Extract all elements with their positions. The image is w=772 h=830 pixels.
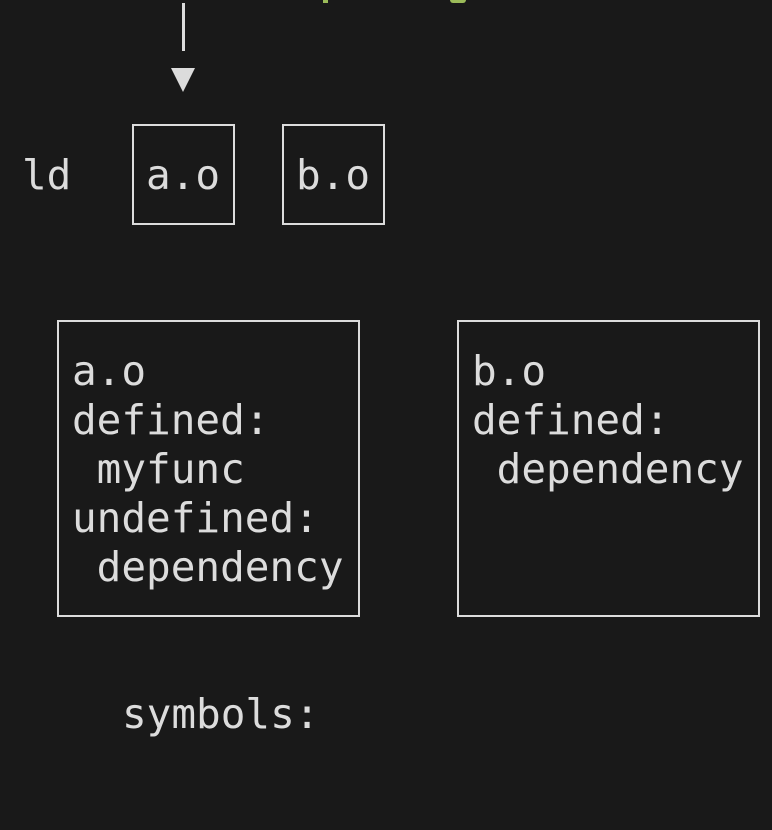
object-a-line: defined:	[72, 396, 270, 444]
symbols-label: symbols:	[122, 690, 320, 738]
cropped-text-fragment	[450, 0, 466, 3]
object-b-line: dependency	[472, 445, 744, 493]
object-a-name: a.o	[72, 347, 147, 395]
object-b-name: b.o	[472, 347, 547, 395]
object-a-line: myfunc	[72, 445, 245, 493]
object-box-b	[457, 320, 760, 617]
file-b-label: b.o	[296, 151, 371, 199]
arrow-line	[182, 3, 185, 51]
object-b-line: defined:	[472, 396, 670, 444]
object-box-a	[57, 320, 360, 617]
object-a-line: undefined:	[72, 494, 319, 542]
file-a-label: a.o	[146, 151, 221, 199]
object-a-line: dependency	[72, 543, 344, 591]
arrow-head-icon	[171, 68, 195, 92]
file-box-a	[132, 124, 235, 225]
file-box-b	[282, 124, 385, 225]
linker-label: ld	[22, 151, 72, 199]
cropped-text-fragment	[323, 0, 328, 3]
